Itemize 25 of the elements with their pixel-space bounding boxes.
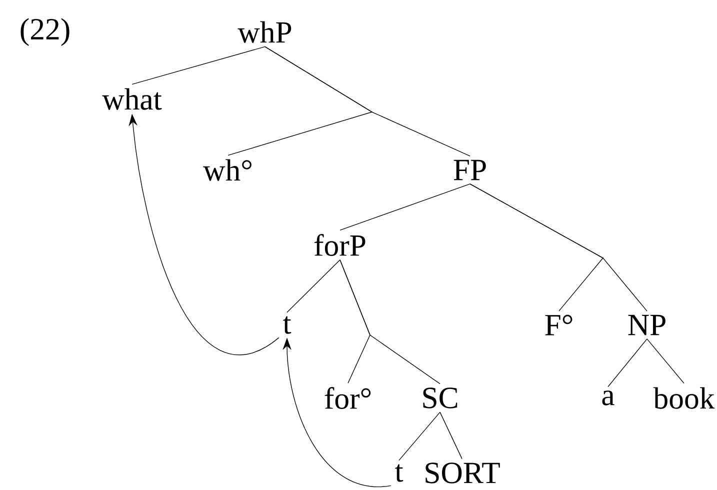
tree-label: NP [628, 314, 666, 336]
tree-branch [340, 260, 440, 384]
tree-label: FP [454, 160, 486, 180]
tree-branch [646, 338, 684, 384]
tree-label: t [283, 316, 292, 334]
tree-label: what [102, 88, 162, 110]
tree-label: for° [324, 387, 371, 409]
tree-label: forP [314, 234, 366, 256]
tree-branch [340, 184, 470, 231]
tree-branch [132, 46, 266, 85]
tree-label: t [395, 464, 404, 482]
tree-label: SC [423, 388, 458, 408]
tree-branch [264, 46, 470, 156]
tree-branch [608, 338, 648, 388]
tree-branch [286, 260, 340, 313]
tree-branch [440, 412, 462, 460]
tree-branch [398, 412, 440, 461]
tree-label: book [653, 387, 715, 409]
tree-label: whP [238, 21, 292, 43]
tree-label: F° [545, 314, 572, 336]
tree-label: a [602, 390, 614, 406]
tree-label: wh° [203, 159, 252, 181]
tree-branch [470, 184, 648, 312]
tree-label: SORT [426, 462, 500, 484]
example-number: (22) [20, 18, 70, 46]
